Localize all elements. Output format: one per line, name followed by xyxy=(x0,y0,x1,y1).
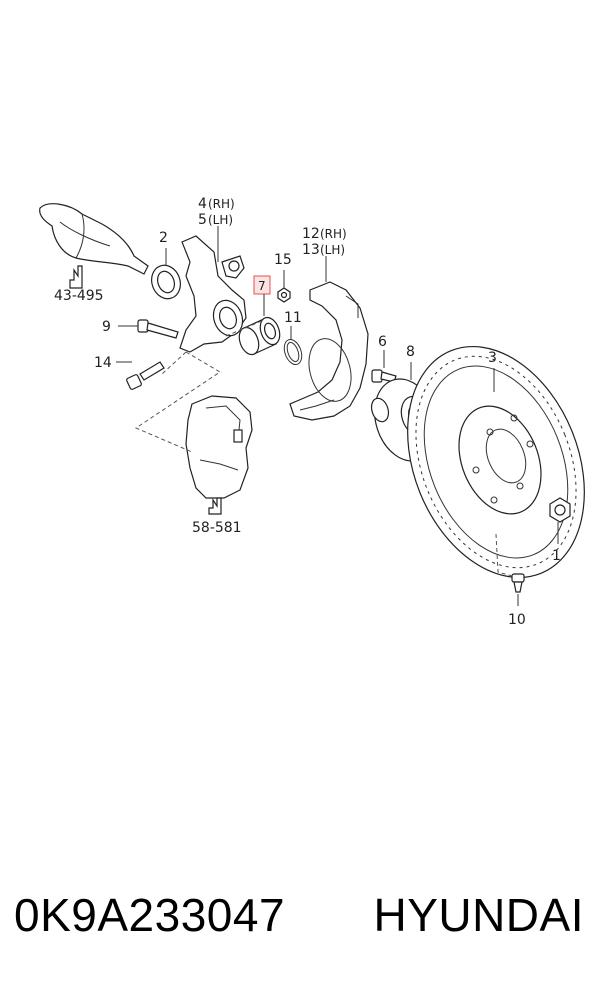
callout-15: 15 xyxy=(274,252,292,268)
callout-13-side: (LH) xyxy=(320,243,345,257)
lock-nut-part xyxy=(277,287,291,303)
bolt-14-part xyxy=(126,361,165,390)
callout-12-side: (RH) xyxy=(320,227,347,241)
hub-nut-part xyxy=(549,497,571,523)
brake-disc-part xyxy=(407,345,585,579)
drive-shaft-assembly xyxy=(39,203,149,275)
callout-13: 13 xyxy=(302,242,320,258)
callout-8: 8 xyxy=(406,344,415,360)
callout-3: 3 xyxy=(488,350,497,366)
callout-7: 7 xyxy=(258,279,266,293)
oil-seal-part xyxy=(151,264,181,300)
brand-name-text: HYUNDAI xyxy=(373,889,584,941)
wheel-bearing-part xyxy=(238,316,281,356)
ref-hand-pointer-58-581 xyxy=(208,497,222,515)
dust-cover-part xyxy=(289,281,369,421)
brake-caliper-part xyxy=(185,395,253,499)
bolt-9-part xyxy=(137,319,179,339)
callout-7-highlight xyxy=(253,275,271,295)
callout-11: 11 xyxy=(284,310,302,326)
ref-label-43-495: 43-495 xyxy=(54,288,104,304)
steering-knuckle-part xyxy=(179,235,247,353)
hub-bolt-part xyxy=(371,369,397,383)
callout-14: 14 xyxy=(94,355,112,371)
ref-label-58-581: 58-581 xyxy=(192,520,242,536)
callout-2: 2 xyxy=(159,230,168,246)
callout-4: 4 xyxy=(198,196,207,212)
callout-4-side: (RH) xyxy=(208,197,235,211)
ref-hand-pointer-43-495 xyxy=(69,265,83,289)
callout-10: 10 xyxy=(508,612,526,628)
callout-1: 1 xyxy=(552,548,561,564)
disc-screw-part xyxy=(511,573,525,593)
callout-5-side: (LH) xyxy=(208,213,233,227)
callout-12: 12 xyxy=(302,226,320,242)
callout-9: 9 xyxy=(102,319,111,335)
snap-ring-part xyxy=(283,338,303,366)
part-number-text: 0K9A233047 xyxy=(14,889,286,941)
callout-6: 6 xyxy=(378,334,387,350)
callout-5: 5 xyxy=(198,212,207,228)
